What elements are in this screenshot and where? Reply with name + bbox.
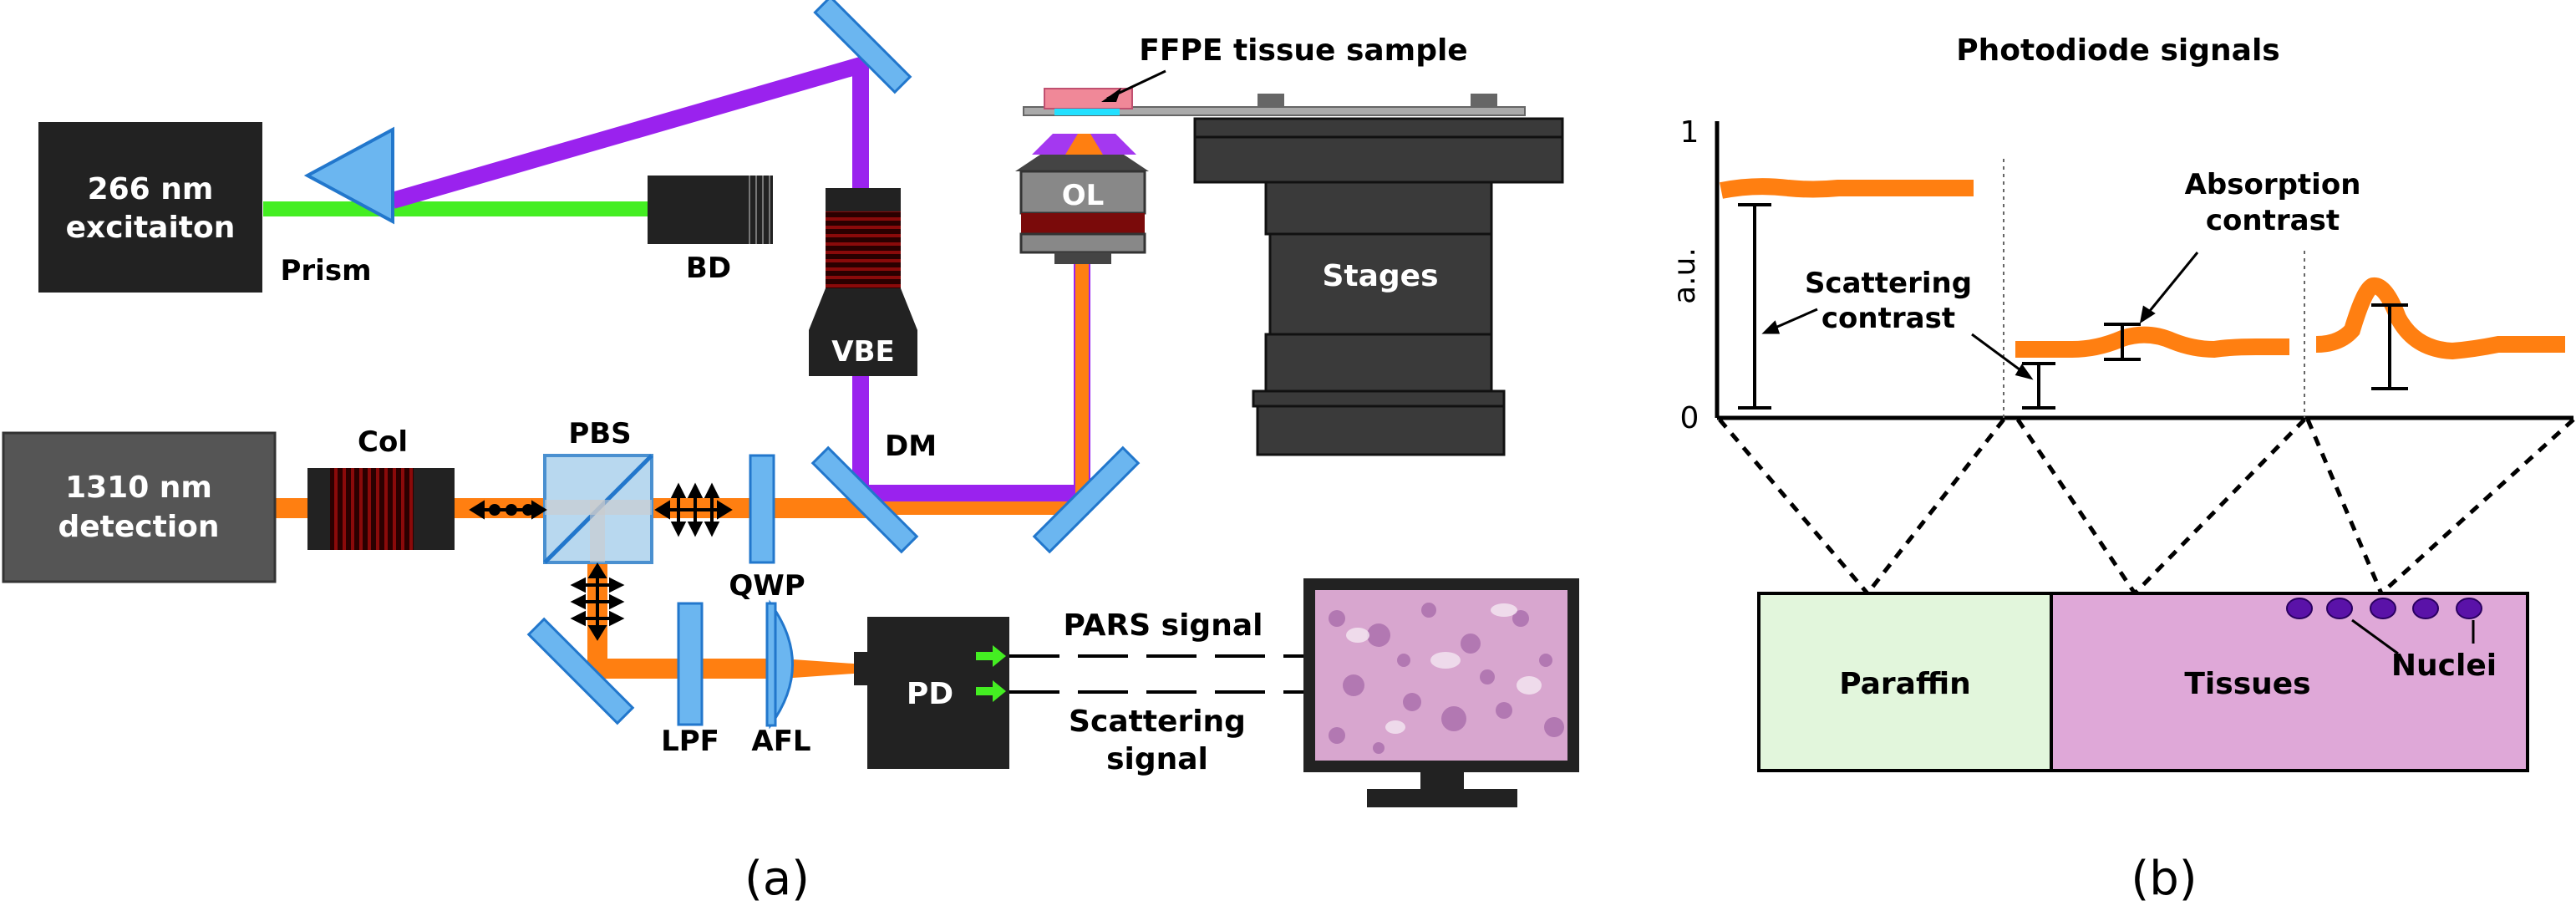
purple-beam	[390, 57, 1090, 501]
top-mirror	[813, 0, 912, 94]
tissues-label: Tissues	[2184, 667, 2310, 701]
qwp-label: QWP	[729, 569, 805, 603]
excitation-label-1: 266 nm	[88, 172, 214, 206]
bottom-left-mirror	[526, 617, 635, 725]
contrast-bars	[1738, 203, 2408, 410]
aspheric-focusing-lens: AFL	[751, 599, 811, 758]
scattering-signal-label-2: signal	[1106, 742, 1208, 776]
polarizing-beam-splitter: PBS	[543, 417, 653, 564]
afl-label: AFL	[751, 725, 810, 758]
objective-lens: OL	[1015, 134, 1149, 264]
pd-label: PD	[907, 677, 953, 711]
polarization-arrows	[469, 482, 733, 641]
lower-mirror	[1032, 445, 1141, 554]
ytick-bottom: 0	[1680, 401, 1700, 435]
prism-label: Prism	[280, 254, 371, 288]
projection-lines	[1718, 418, 2575, 595]
stages-label: Stages	[1322, 259, 1438, 293]
histology-texture	[1329, 603, 1564, 754]
nuclei-label: Nuclei	[2391, 649, 2497, 683]
dichroic-mirror: DM	[810, 430, 937, 554]
scattering-contrast-label-2: contrast	[1821, 302, 1955, 335]
ylabel: a.u.	[1668, 247, 1702, 304]
annotation-pointers	[1761, 252, 2199, 380]
vbe: VBE	[809, 188, 917, 376]
panel-a-caption: (a)	[744, 852, 810, 906]
signal-axes: 1 0 a.u.	[1668, 115, 2573, 435]
pars-signal-label: PARS signal	[1064, 608, 1263, 643]
beam-dump: BD	[648, 176, 773, 285]
excitation-label-2: excitaiton	[66, 211, 236, 245]
photodiode: PD	[854, 617, 1009, 769]
col-label: Col	[358, 425, 408, 459]
signal-curves	[1720, 178, 2565, 360]
paraffin-label: Paraffin	[1839, 667, 1971, 701]
collimator: Col	[307, 425, 455, 550]
scattering-signal-label-1: Scattering	[1069, 705, 1246, 739]
region-dividers	[2003, 159, 2305, 418]
signal-lines	[1009, 654, 1303, 694]
detection-laser: 1310 nm detection	[2, 431, 277, 583]
ytick-top: 1	[1680, 115, 1700, 150]
pbs-label: PBS	[568, 417, 631, 450]
scattering-contrast-label-1: Scattering	[1805, 267, 1972, 300]
nuclei-dots	[2286, 598, 2482, 619]
bd-label: BD	[686, 252, 731, 285]
orange-focus	[781, 659, 865, 679]
detection-label-1: 1310 nm	[65, 471, 212, 505]
detection-label-2: detection	[58, 510, 219, 544]
ol-label: OL	[1062, 179, 1105, 212]
vbe-label: VBE	[831, 335, 894, 369]
dm-label: DM	[885, 430, 937, 463]
long-pass-filter: LPF	[661, 602, 719, 758]
lpf-label: LPF	[661, 725, 719, 758]
monitor	[1303, 578, 1579, 807]
excitation-laser: 266 nm excitaiton	[38, 122, 262, 293]
panel-b-caption: (b)	[2131, 852, 2197, 906]
panel-b-title: Photodiode signals	[1956, 33, 2279, 68]
sample-strip: Paraffin Tissues Nuclei	[1757, 592, 2529, 772]
sample-label: FFPE tissue sample	[1139, 33, 1467, 68]
absorption-contrast-label-1: Absorption	[2185, 168, 2361, 201]
stages: Stages	[1193, 117, 1564, 456]
sample-slide: FFPE tissue sample	[1023, 33, 1526, 116]
absorption-contrast-label-2: contrast	[2206, 204, 2340, 237]
quarter-wave-plate: QWP	[729, 454, 805, 603]
prism: Prism	[280, 126, 394, 288]
